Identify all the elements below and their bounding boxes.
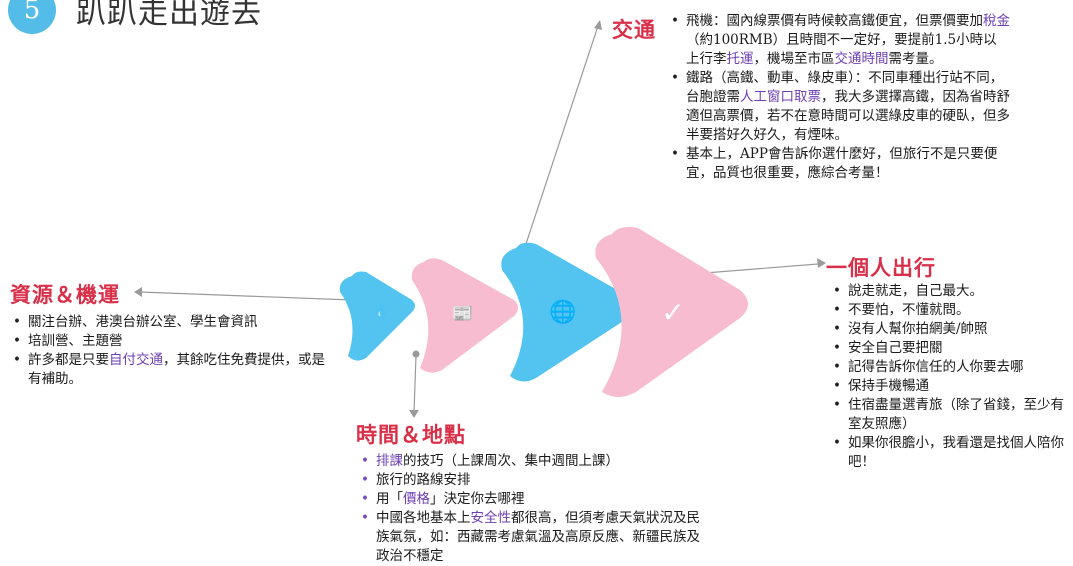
bullet-item: 關注台辦、港澳台辦公室、學生會資訊 [10,313,330,332]
connector-resources [139,291,353,301]
slide-title: 趴趴走出遊去 [76,0,262,31]
bullet-text: 安全自己要把關 [848,340,943,356]
bullet-text: 」決定你去哪裡 [430,491,525,507]
transport-list: 飛機：國內線票價有時候較高鐵便宜，但票價要加稅金 （約100RMB）且時間不一定好… [668,12,1010,183]
bullet-text: 如果你很膽小，我看還是找個人陪你吧！ [848,435,1064,470]
bullet-item: 排課的技巧（上課周次、集中週間上課） [358,452,703,471]
highlighted-term: 安全性 [470,510,512,526]
chevron-1 [339,271,415,361]
bullet-text: ，其餘吃住免費提供，或是有補助。 [28,352,325,387]
highlighted-term: 人工窗口取票 [740,89,821,105]
bullet-text: 關注台辦、港澳台辦公室、學生會資訊 [28,314,258,330]
bullet-text: 需考量。 [888,51,943,67]
chevron-3 [501,242,634,382]
bullet-item: 基本上，APP會告訴你選什麼好，但旅行不是只要便宜，品質也很重要，應綜合考量！ [668,145,1010,183]
chevron-2 [411,258,518,373]
bullet-text: 不要怕，不懂就問。 [848,302,970,318]
connector-dot-time-place [412,350,420,358]
highlighted-term: 交通時間 [834,51,889,67]
highlighted-term: 稅金 [983,13,1010,29]
time-place-list: 排課的技巧（上課周次、集中週間上課）旅行的路線安排用「價格」決定你去哪裡中國各地… [358,452,703,566]
bullet-item: 用「價格」決定你去哪裡 [358,490,703,509]
bullet-item: 中國各地基本上安全性都很高，但須考慮天氣狀況及民族氣氛，如：西藏需考慮氣溫及高原… [358,509,703,566]
highlighted-term: 托運 [726,51,754,67]
arrowhead-solo [817,258,826,268]
connector-time-place [413,355,417,413]
bullet-text: 基本上，APP會告訴你選什麼好，但旅行不是只要便宜，品質也很重要，應綜合考量！ [686,146,998,181]
bullet-text: 許多都是只要 [28,352,109,368]
transport-title: 交通 [612,17,656,42]
bullet-item: 如果你很膽小，我看還是找個人陪你吧！ [830,434,1070,472]
bullet-text: 都很高，但須考慮天氣狀況及民族氣氛，如：西藏需考慮氣溫及高原反應、新疆民族及政治… [376,510,700,564]
time-place-title: 時間＆地點 [356,422,466,447]
arrowhead-time-place [409,410,419,418]
bullet-item: 培訓營、主題營 [10,332,330,351]
bullet-text: 的技巧（上課周次、集中週間上課） [403,453,619,469]
highlighted-term: 排課 [376,453,403,469]
bullet-item: 不要怕，不懂就問。 [830,301,1070,320]
bullet-item: 安全自己要把關 [830,339,1070,358]
bullet-text: 記得告訴你信任的人你要去哪 [848,359,1024,375]
bullet-text: （約100RMB）且時間不一定好，要提前1.5小時以上行李 [686,32,997,67]
bullet-item: 住宿盡量選青旅（除了省錢，至少有室友照應） [830,396,1070,434]
bullet-item: 保持手機暢通 [830,377,1070,396]
highlighted-term: 價格 [403,491,430,507]
bullet-item: 旅行的路線安排 [358,471,703,490]
chevron-4 [595,226,748,397]
bullet-text: 保持手機暢通 [848,378,929,394]
bullet-item: 許多都是只要自付交通，其餘吃住免費提供，或是有補助。 [10,351,330,389]
bullet-text: 旅行的路線安排 [376,472,471,488]
resources-title: 資源＆機運 [10,282,120,307]
bullet-item: 飛機：國內線票價有時候較高鐵便宜，但票價要加稅金 （約100RMB）且時間不一定好… [668,12,1010,69]
connector-solo [691,263,819,275]
newspaper-icon: 📰 [452,304,474,324]
arrowhead-transport [594,20,602,30]
checkmark-icon: ✓ [661,296,685,329]
bullet-text: ，機場至市區 [753,51,835,67]
bullet-text: 用「 [376,491,403,507]
step-number-badge: 5 [8,0,56,34]
bullet-text: 培訓營、主題營 [28,333,123,349]
arrowhead-resources [134,287,142,297]
bullet-text: 鐵路（高鐵、動車、綠皮車）：不同車種出行站不同，台胞證需 [686,70,1004,105]
bullet-item: 鐵路（高鐵、動車、綠皮車）：不同車種出行站不同，台胞證需人工窗口取票，我大多選擇… [668,69,1010,145]
bullet-text: ，我大多選擇高鐵，因為省時舒適但高票價，若不在意時間可以選綠皮車的硬臥，但多半要… [686,89,1010,143]
solo-title: 一個人出行 [826,255,936,280]
bullet-text: 住宿盡量選青旅（除了省錢，至少有室友照應） [848,397,1064,432]
bullet-item: 說走就走，自己最大。 [830,282,1070,301]
bullet-text: 沒有人幫你拍網美/帥照 [848,321,988,337]
resources-list: 關注台辦、港澳台辦公室、學生會資訊培訓營、主題營許多都是只要自付交通，其餘吃住免… [10,313,330,389]
bullet-item: 沒有人幫你拍網美/帥照 [830,320,1070,339]
bullet-text: 中國各地基本上 [376,510,471,526]
connector-transport [519,25,599,263]
bullet-item: 記得告訴你信任的人你要去哪 [830,358,1070,377]
highlighted-term: 自付交通 [109,352,163,368]
solo-list: 說走就走，自己最大。不要怕，不懂就問。沒有人幫你拍網美/帥照安全自己要把關記得告… [830,282,1070,472]
bullet-text: 說走就走，自己最大。 [848,283,983,299]
bullet-text: 飛機：國內線票價有時候較高鐵便宜，但票價要加 [686,13,983,29]
water-drops-icon: 💧 [373,304,391,320]
globe-icon: 🌐 [549,300,577,325]
